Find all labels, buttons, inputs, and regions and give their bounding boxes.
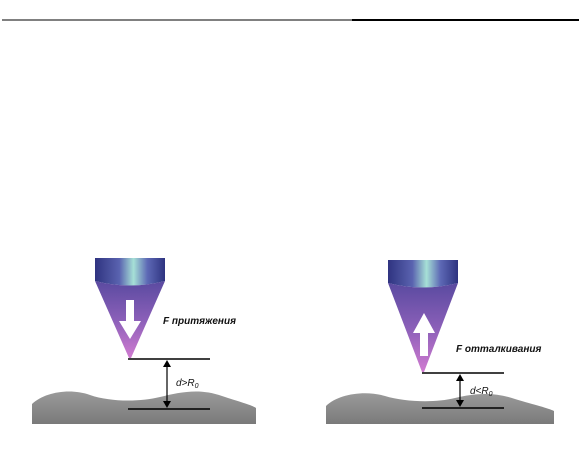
panel-repulsion: F отталкивания d<R0 xyxy=(326,260,554,424)
panel-attraction: F притяжения d>R0 xyxy=(32,258,256,424)
gap-arrow-head-bottom xyxy=(456,400,464,407)
gap-label-attraction: d>R0 xyxy=(176,378,199,390)
force-label-attraction: F притяжения xyxy=(163,316,236,327)
force-arrow-up xyxy=(413,313,435,356)
gap-subscript: 0 xyxy=(489,391,493,398)
gap-arrow-head-top xyxy=(456,374,464,381)
gap-arrow-head-top xyxy=(163,360,171,367)
cantilever xyxy=(95,258,165,286)
gap-arrow-head-bottom xyxy=(163,401,171,408)
gap-subscript: 0 xyxy=(195,383,199,390)
force-label-repulsion: F отталкивания xyxy=(456,344,541,355)
cantilever xyxy=(388,260,458,288)
sample-surface xyxy=(32,391,256,424)
force-arrow-down xyxy=(119,300,141,339)
gap-label-repulsion: d<R0 xyxy=(470,386,493,398)
